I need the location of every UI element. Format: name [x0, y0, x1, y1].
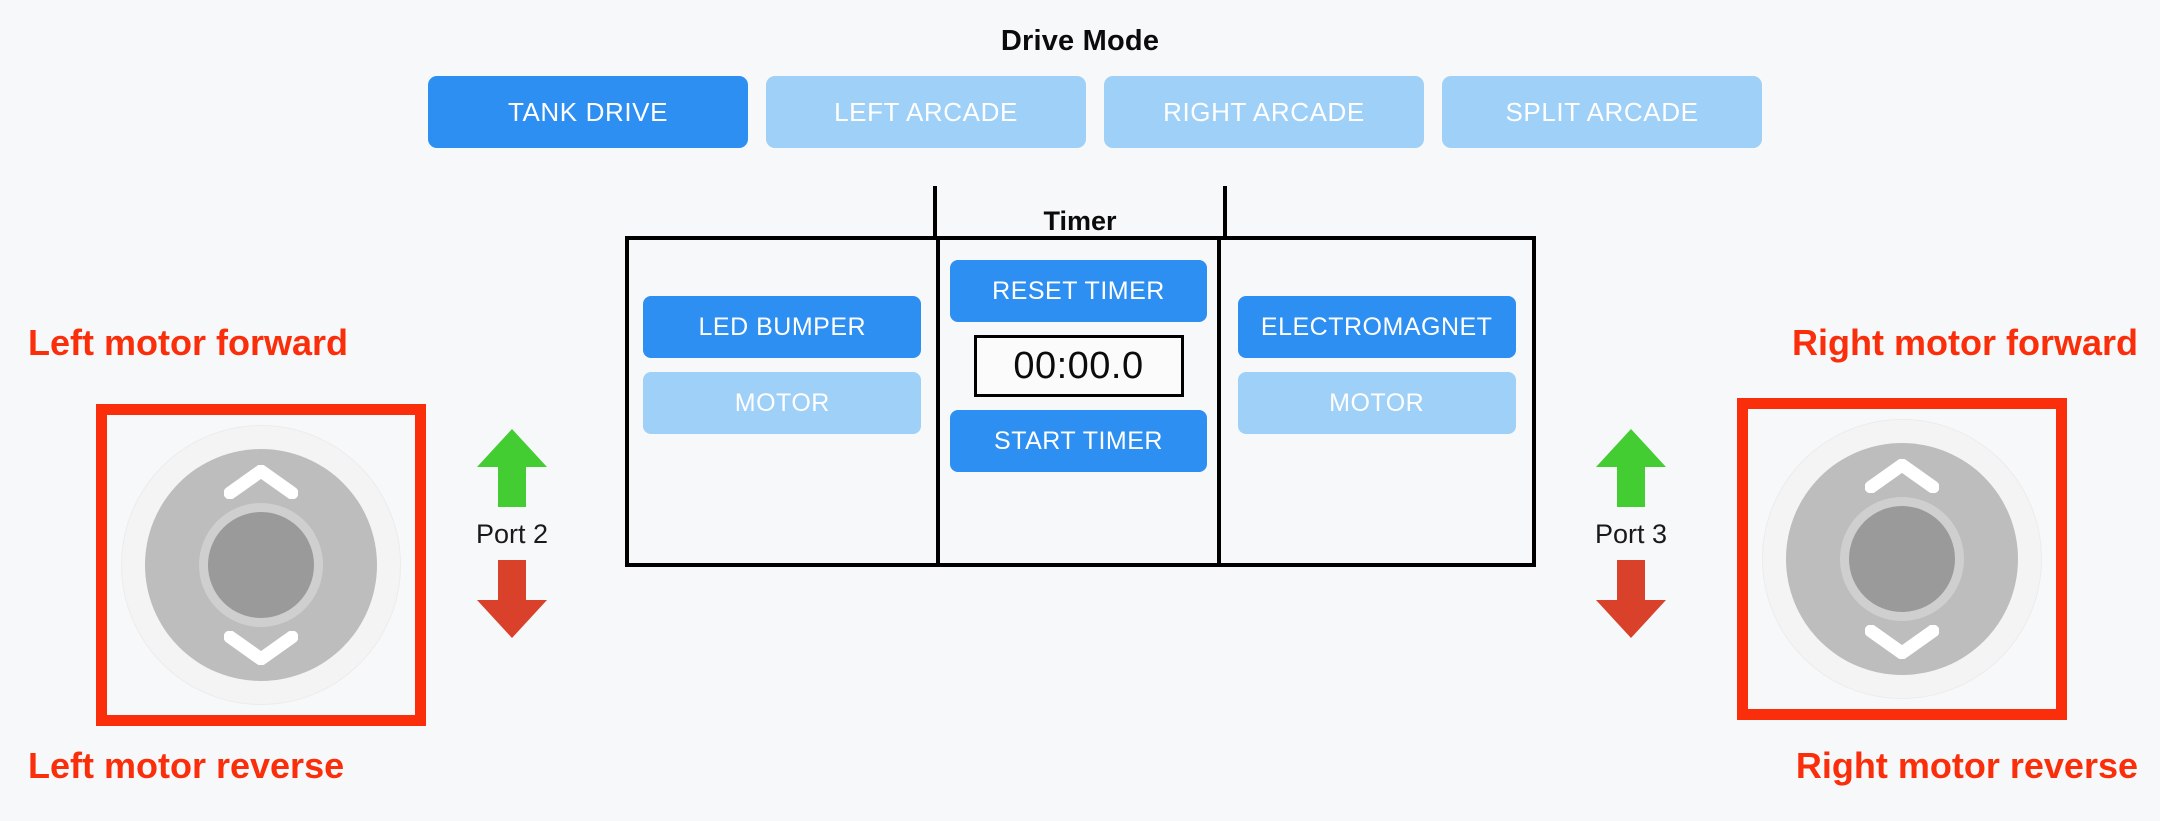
right-port-label: Port 3 [1595, 519, 1668, 549]
chevron-up-icon [1865, 459, 1939, 493]
port2-motor-button[interactable]: MOTOR [643, 372, 922, 434]
port3-column: ELECTROMAGNET MOTOR [1221, 240, 1532, 563]
port2-led-bumper-button[interactable]: LED BUMPER [643, 296, 922, 358]
start-timer-button[interactable]: START TIMER [950, 410, 1207, 472]
right-joystick-ring [1786, 443, 2018, 675]
annotation-left-motor-reverse: Left motor reverse [28, 745, 345, 786]
port3-motor-button[interactable]: MOTOR [1237, 372, 1516, 434]
arrow-down-icon [1596, 560, 1667, 638]
left-joystick-container [96, 404, 426, 726]
port3-electromagnet-button[interactable]: ELECTROMAGNET [1237, 296, 1516, 358]
right-joystick-container [1737, 398, 2067, 720]
chevron-up-icon [224, 465, 298, 499]
panel-header-timer: Timer [933, 186, 1227, 273]
right-port-arrow-group: Port 3 [1595, 427, 1667, 640]
left-joystick-knob[interactable] [199, 503, 323, 627]
chevron-down-icon [1865, 625, 1939, 659]
left-joystick-highlight-box [96, 404, 426, 726]
timer-column: RESET TIMER 00:00.0 START TIMER [935, 240, 1222, 563]
left-joystick[interactable] [121, 425, 401, 705]
drive-mode-right-arcade[interactable]: RIGHT ARCADE [1104, 76, 1424, 148]
arrow-down-icon [477, 560, 548, 638]
chevron-down-icon [224, 631, 298, 665]
device-control-panel: LED BUMPER MOTOR RESET TIMER 00:00.0 STA… [625, 236, 1536, 567]
reset-timer-button[interactable]: RESET TIMER [950, 260, 1207, 322]
left-port-arrow-group: Port 2 [476, 427, 548, 640]
annotation-right-motor-forward: Right motor forward [1792, 322, 2138, 363]
right-joystick[interactable] [1762, 419, 2042, 699]
port2-column: LED BUMPER MOTOR [629, 240, 936, 563]
annotation-left-motor-forward: Left motor forward [28, 322, 348, 363]
drive-mode-tank-drive[interactable]: TANK DRIVE [428, 76, 748, 148]
arrow-up-icon [1596, 429, 1667, 507]
annotation-right-motor-reverse: Right motor reverse [1795, 745, 2138, 786]
left-joystick-ring [145, 449, 377, 681]
drive-mode-split-arcade[interactable]: SPLIT ARCADE [1442, 76, 1762, 148]
page-title: Drive Mode [1000, 25, 1160, 57]
left-port-label: Port 2 [476, 519, 549, 549]
timer-display: 00:00.0 [973, 335, 1184, 397]
right-joystick-knob[interactable] [1840, 497, 1964, 621]
arrow-up-icon [477, 429, 548, 507]
drive-mode-button-group: TANK DRIVE LEFT ARCADE RIGHT ARCADE SPLI… [428, 76, 1762, 148]
drive-mode-left-arcade[interactable]: LEFT ARCADE [766, 76, 1086, 148]
right-joystick-highlight-box [1737, 398, 2067, 720]
